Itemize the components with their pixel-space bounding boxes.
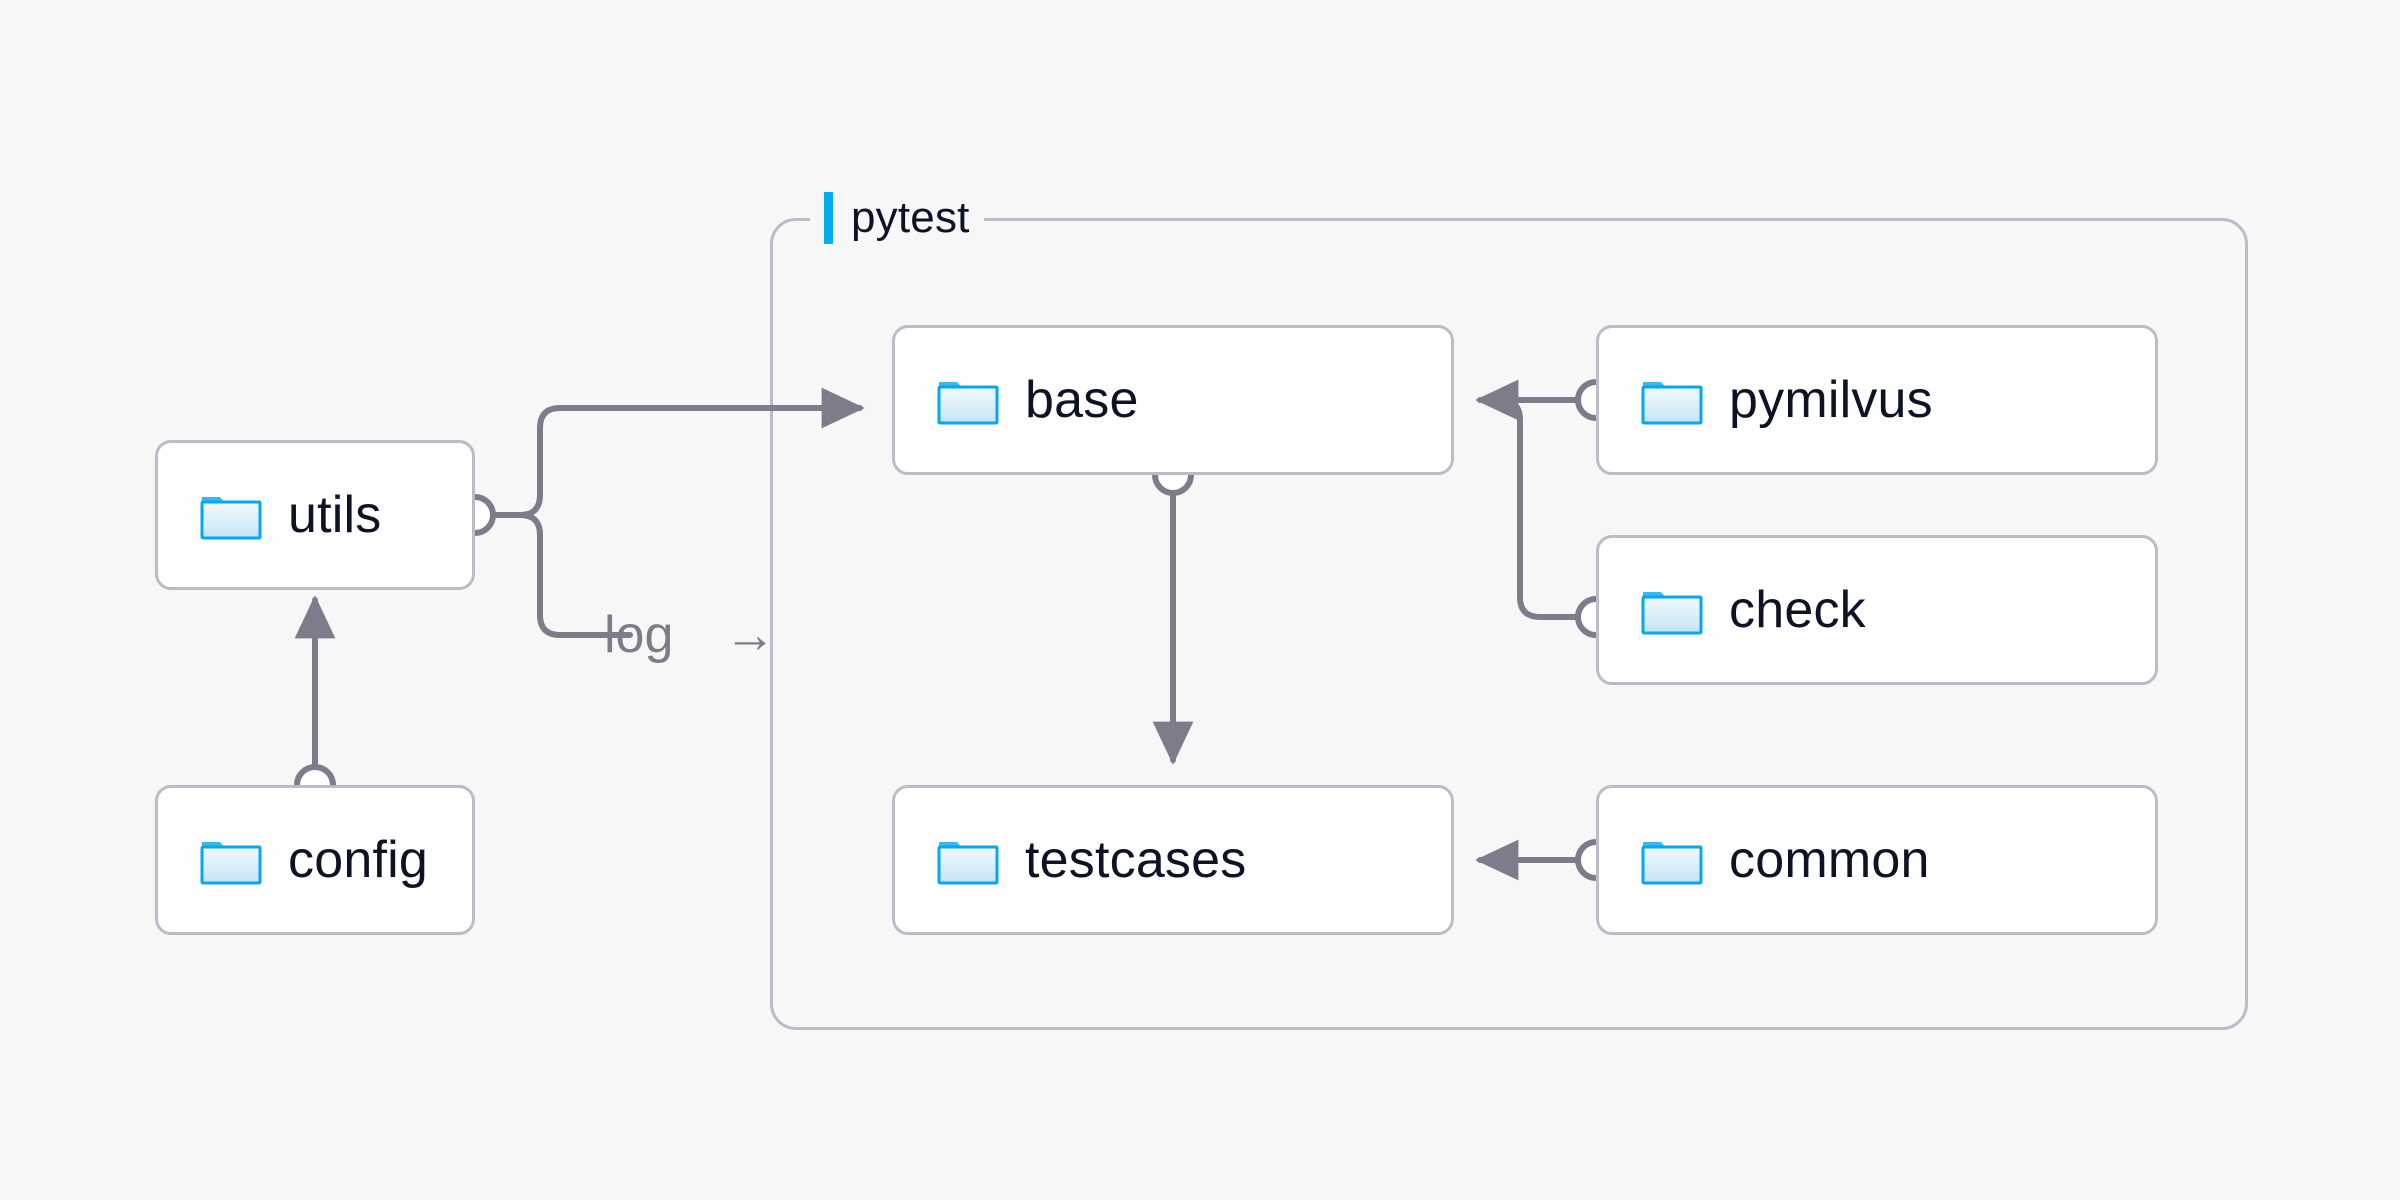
group-title: pytest bbox=[851, 193, 970, 242]
node-label: check bbox=[1729, 581, 1866, 639]
node-label: base bbox=[1025, 371, 1139, 429]
node-base[interactable]: base bbox=[892, 325, 1454, 475]
node-pymilvus[interactable]: pymilvus bbox=[1596, 325, 2158, 475]
group-container-pytest[interactable] bbox=[770, 218, 2248, 1030]
node-config[interactable]: config bbox=[155, 785, 475, 935]
node-label: common bbox=[1729, 831, 1930, 889]
node-label: pymilvus bbox=[1729, 371, 1933, 429]
node-label: config bbox=[288, 831, 428, 889]
folder-icon bbox=[937, 382, 999, 425]
node-check[interactable]: check bbox=[1596, 535, 2158, 685]
node-label: testcases bbox=[1025, 831, 1247, 889]
group-accent-bar bbox=[824, 192, 833, 244]
node-testcases[interactable]: testcases bbox=[892, 785, 1454, 935]
folder-icon bbox=[1641, 382, 1703, 425]
edge-label-log-arrow-icon: → bbox=[724, 606, 776, 664]
folder-icon bbox=[200, 497, 262, 540]
folder-icon bbox=[1641, 592, 1703, 635]
edge-config-utils bbox=[294, 595, 336, 806]
node-common[interactable]: common bbox=[1596, 785, 2158, 935]
folder-icon bbox=[200, 842, 262, 885]
group-label-pytest: pytest bbox=[810, 190, 984, 246]
node-utils[interactable]: utils bbox=[155, 440, 475, 590]
folder-icon bbox=[937, 842, 999, 885]
folder-icon bbox=[1641, 842, 1703, 885]
node-label: utils bbox=[288, 486, 382, 544]
edge-label-log: log bbox=[604, 606, 674, 664]
